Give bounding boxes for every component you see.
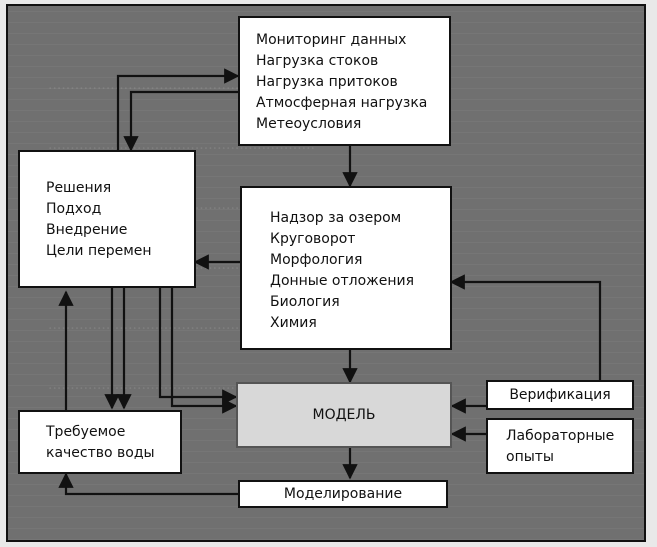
monitoring-item: Метеоусловия — [256, 116, 362, 132]
monitoring-box: Мониторинг данных Нагрузка стоков Нагруз… — [238, 16, 451, 146]
quality-item: качество воды — [46, 445, 155, 461]
lab-item: Лабораторные — [506, 428, 615, 444]
model-box: МОДЕЛЬ — [236, 382, 452, 448]
arrow-monitoring-to-decisions — [123, 90, 238, 152]
lab-experiments-box: Лабораторные опыты — [486, 418, 634, 474]
lake-item: Надзор за озером — [270, 210, 402, 226]
lake-item: Биология — [270, 294, 340, 310]
monitoring-item: Мониторинг данных — [256, 32, 407, 48]
monitoring-item: Нагрузка притоков — [256, 74, 398, 90]
arrow-decisions-to-monitoring — [116, 68, 240, 152]
arrow-modeling-to-quality — [58, 472, 238, 496]
modeling-label: Моделирование — [283, 486, 403, 502]
decisions-item: Цели перемен — [46, 243, 152, 259]
lake-item: Донные отложения — [270, 273, 415, 289]
decisions-item: Внедрение — [46, 222, 128, 238]
arrow-decisions-to-model-upper — [158, 286, 238, 405]
lake-item: Морфология — [270, 252, 363, 268]
model-label: МОДЕЛЬ — [312, 407, 376, 423]
lake-item: Круговорот — [270, 231, 356, 247]
arrow-verification-to-lake — [449, 274, 602, 380]
decisions-box: Решения Подход Внедрение Цели перемен — [18, 150, 196, 288]
monitoring-item: Атмосферная нагрузка — [256, 95, 428, 111]
quality-item: Требуемое — [46, 424, 126, 440]
lab-item: опыты — [506, 449, 554, 465]
verification-box: Верификация — [486, 380, 634, 410]
arrow-decisions-to-model-lower — [170, 286, 238, 414]
monitoring-item: Нагрузка стоков — [256, 53, 379, 69]
decisions-item: Подход — [46, 201, 102, 217]
water-quality-box: Требуемое качество воды — [18, 410, 182, 474]
decisions-item: Решения — [46, 180, 112, 196]
verification-label: Верификация — [509, 387, 611, 403]
lake-box: Надзор за озером Круговорот Морфология Д… — [240, 186, 452, 350]
lake-item: Химия — [270, 315, 317, 331]
modeling-box: Моделирование — [238, 480, 448, 508]
